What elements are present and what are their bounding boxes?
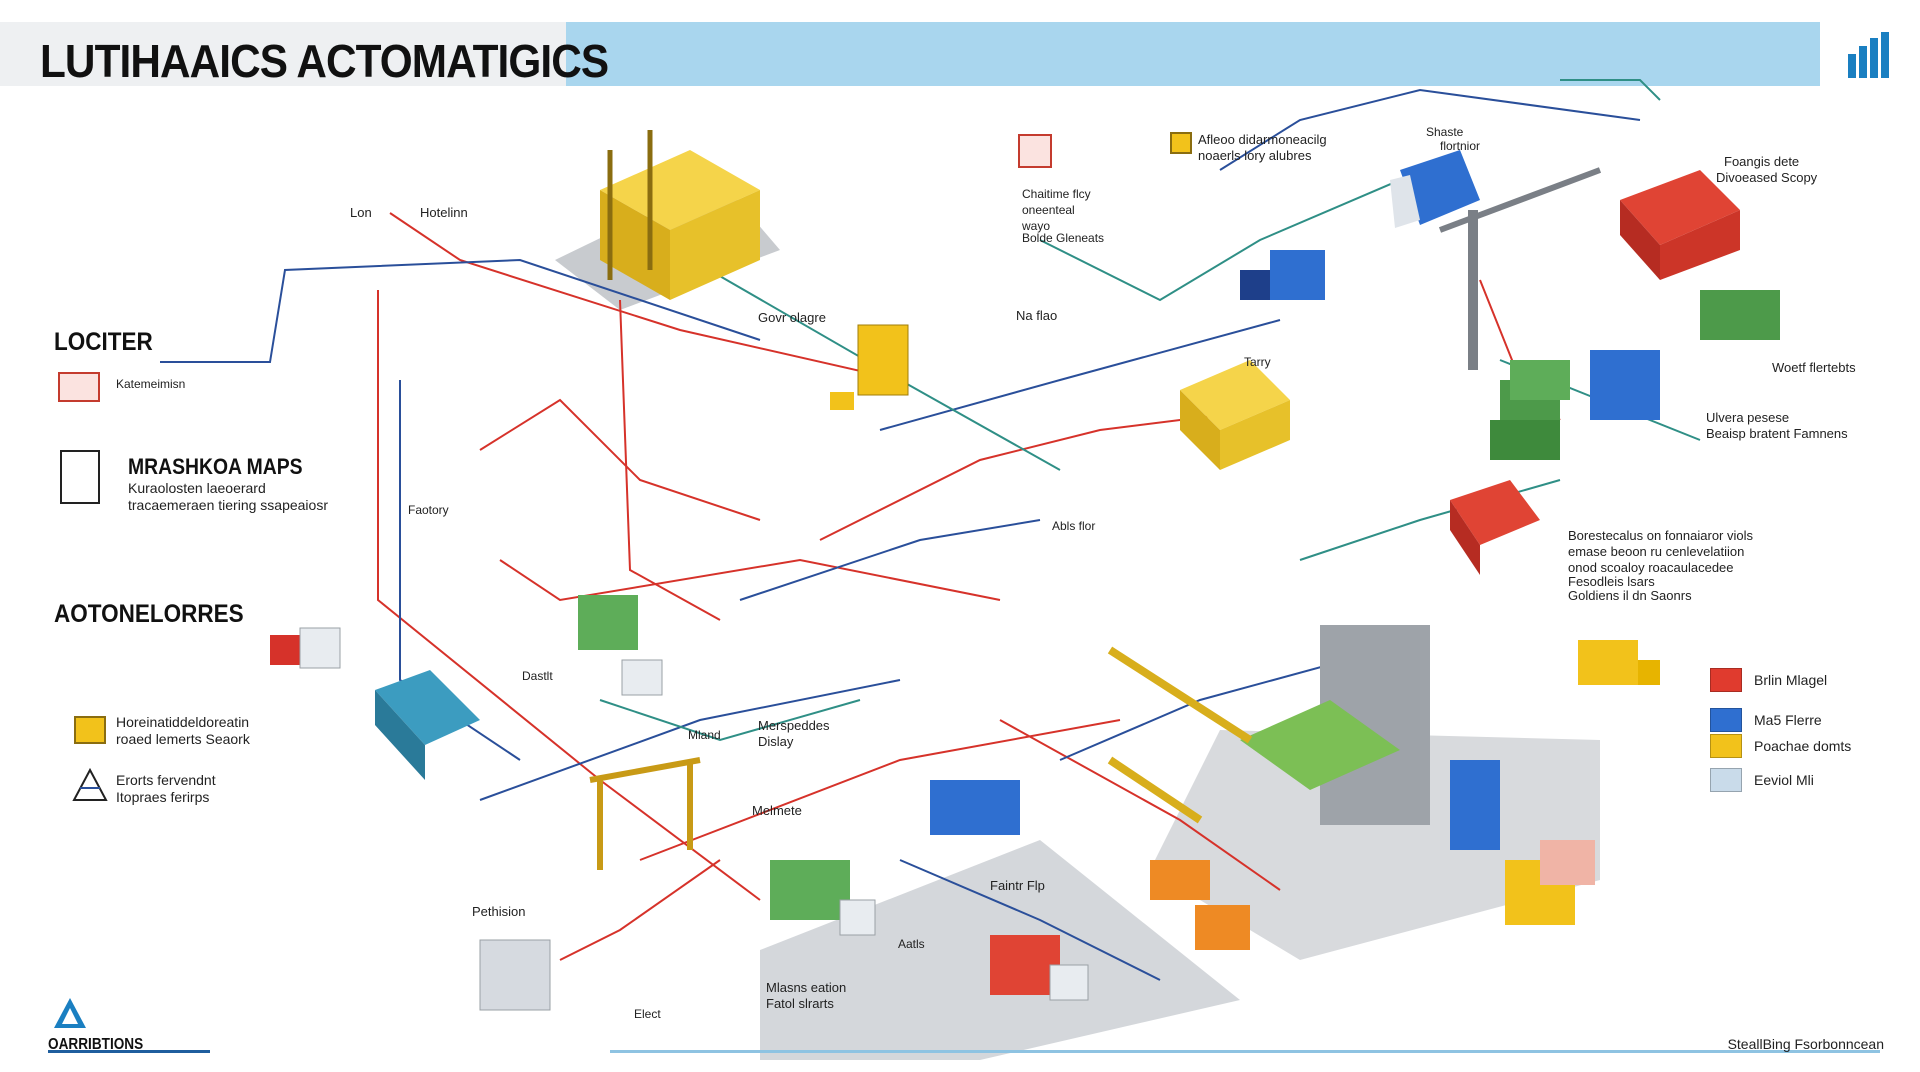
label-chaitime-1: Chaitime flcy — [1022, 187, 1091, 201]
footer-divider-left — [48, 1050, 210, 1053]
autonelores-item-1-line-2: roaed lemerts Seaork — [116, 731, 250, 747]
route-lines-blue — [160, 88, 1641, 981]
truck-blue-top — [1390, 150, 1480, 228]
footer-right-text: SteallBing Fsorbonncean — [1727, 1036, 1884, 1052]
factory-building — [1240, 625, 1500, 850]
container-green-right — [1700, 290, 1780, 340]
container-blue-truck-bottom — [930, 780, 1020, 835]
footer-left-logo-text: OARRIBTIONS — [48, 1036, 144, 1053]
section-autonelores: AOTONELORRES — [54, 600, 244, 628]
header-accent-bar — [566, 22, 1820, 86]
container-red-top — [1620, 170, 1740, 280]
truck-green-mid — [578, 595, 663, 696]
label-mlasns-eation: Mlasns eation — [766, 980, 847, 995]
section-locater: LOCITER — [54, 328, 153, 356]
autonelores-item-2-line-1: Erorts fervendnt — [116, 772, 216, 788]
locater-text: Katemeimisn — [116, 377, 186, 391]
label-woetf: Woetf flertebts — [1772, 360, 1856, 375]
legend-label-red: Brlin Mlagel — [1754, 672, 1828, 688]
label-govr-olagre: Govr olagre — [758, 310, 826, 325]
legend-item-blue: Ma5 Flerre — [1710, 708, 1822, 732]
label-bores-1: Borestecalus on fonnaiaror viols — [1568, 528, 1753, 543]
label-dastlt: Dastlt — [522, 669, 553, 683]
label-faintr-flp: Faintr Flp — [990, 878, 1045, 893]
label-ulvera-1: Ulvera pesese — [1706, 410, 1790, 425]
label-afleoo-2: noaerls lory alubres — [1198, 148, 1312, 163]
container-green-stack — [1490, 360, 1570, 460]
label-lon: Lon — [350, 205, 372, 220]
container-yellow-small — [830, 324, 909, 410]
bar-chart-icon — [1848, 32, 1889, 78]
compass-icon — [72, 768, 108, 801]
label-shaste-2: flortnior — [1440, 139, 1481, 153]
logo-triangle-icon — [54, 998, 86, 1028]
box-icon-red-top — [1018, 134, 1052, 168]
gantry-crane-yellow — [589, 757, 701, 870]
legend-item-yellow: Poachae domts — [1710, 734, 1851, 758]
label-bores-2: emase beoon ru cenlevelatiion — [1568, 544, 1745, 559]
cube-icon-yellow — [74, 716, 106, 744]
label-foangis-2: Divoeased Scopy — [1716, 170, 1818, 185]
label-foangis-1: Foangis dete — [1724, 154, 1800, 169]
label-chaitime-2: oneenteal — [1022, 203, 1075, 217]
truck-blue-mid — [1240, 250, 1325, 300]
legend-label-yellow: Poachae domts — [1754, 738, 1852, 754]
legend-swatch-lightblue — [1710, 768, 1742, 792]
forklift-yellow-bottom — [1505, 840, 1595, 925]
container-blue-right — [1590, 350, 1660, 420]
label-bores-4: Fesodleis lsars — [1568, 574, 1655, 589]
autonelores-item-1-line-1: Horeinatiddeldoreatin — [116, 714, 250, 730]
legend-label-lightblue: Eeviol Mli — [1754, 772, 1814, 788]
gray-box-bottom — [479, 939, 551, 1011]
legend-swatch-yellow — [1710, 734, 1742, 758]
crane-tower — [1438, 167, 1602, 370]
conveyor-yellow — [1107, 646, 1253, 824]
container-teal-truck — [375, 670, 480, 780]
label-bores-3: onod scoaloy roacaulacedee — [1568, 560, 1734, 575]
box-icon-locater — [58, 372, 100, 402]
label-elect: Elect — [634, 1007, 661, 1021]
truck-green-bottom — [770, 860, 876, 936]
header-bar — [0, 22, 566, 86]
legend-swatch-blue — [1710, 708, 1742, 732]
truck-red-bottom — [990, 935, 1089, 1001]
forklift-orange — [1150, 860, 1250, 950]
label-hotelinn: Hotelinn — [420, 205, 468, 220]
label-na-flao: Na flao — [1016, 308, 1058, 323]
container-red-mid — [1450, 480, 1540, 575]
legend-item-red: Brlin Mlagel — [1710, 668, 1827, 692]
mrashka-line-1: Kuraolosten laeoerard — [128, 480, 266, 496]
label-tarry: Tarry — [1244, 355, 1271, 369]
label-merspeddes: Merspeddes — [758, 718, 830, 733]
container-yellow-mid — [1180, 360, 1290, 470]
autonelores-item-2-line-2: Itopraes ferirps — [116, 789, 210, 805]
truck-yellow-right — [1578, 640, 1660, 685]
label-chaitime-4: Bolde Gleneats — [1022, 231, 1105, 245]
label-dislay: Dislay — [758, 734, 794, 749]
label-aatls: Aatls — [898, 937, 925, 951]
cube-icon-yellow-top — [1170, 132, 1192, 154]
legend-swatch-red — [1710, 668, 1742, 692]
container-yellow-crane-top — [600, 130, 760, 300]
mrashka-line-2: tracaemeraen tiering ssapeaiosr — [128, 497, 328, 513]
page-title: LUTIHAAICS ACTOMATIGICS — [40, 35, 609, 87]
label-fatol-slrarts: Fatol slrarts — [766, 996, 834, 1011]
label-afleoo-1: Afleoo didarmoneacilg — [1198, 132, 1327, 147]
label-pethision: Pethision — [472, 904, 526, 919]
label-ulvera-2: Beaisp bratent Famnens — [1706, 426, 1848, 441]
footer-divider-right — [610, 1050, 1880, 1053]
truck-red-left — [270, 627, 341, 669]
label-mland: Mland — [688, 728, 721, 742]
section-mrashka: MRASHKOA MAPS — [128, 454, 303, 479]
label-chaitime-3: wayo — [1022, 219, 1051, 233]
legend-item-lightblue: Eeviol Mli — [1710, 768, 1814, 792]
legend-label-blue: Ma5 Flerre — [1754, 712, 1822, 728]
label-shaste-1: Shaste — [1426, 125, 1464, 139]
label-factory: Faotory — [408, 503, 449, 517]
label-bores-5: Goldiens il dn Saonrs — [1568, 588, 1692, 603]
label-melmete: Melmete — [752, 803, 802, 818]
map-icon — [60, 450, 100, 504]
label-abls-flor: Abls flor — [1052, 519, 1096, 533]
